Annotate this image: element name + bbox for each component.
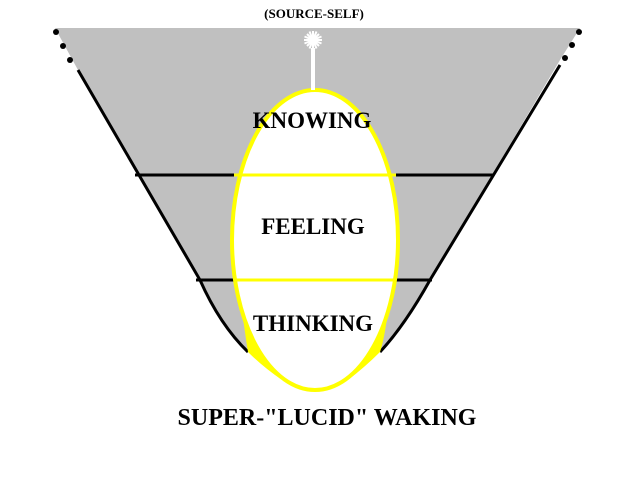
label-knowing: KNOWING [253, 108, 372, 133]
starburst-icon [304, 31, 322, 49]
yellow-right-crescent [348, 318, 387, 380]
right-dots [562, 29, 582, 61]
funnel-right-edge [378, 64, 562, 354]
central-ellipse [230, 88, 400, 392]
label-feeling: FEELING [261, 214, 365, 239]
label-thinking: THINKING [253, 311, 373, 336]
left-dots [53, 29, 73, 63]
label-super-lucid-waking: SUPER-"LUCID" WAKING [178, 405, 477, 431]
yellow-left-crescent [243, 318, 282, 380]
funnel-left-edge [76, 69, 250, 354]
label-source-self: (SOURCE-SELF) [264, 6, 364, 21]
